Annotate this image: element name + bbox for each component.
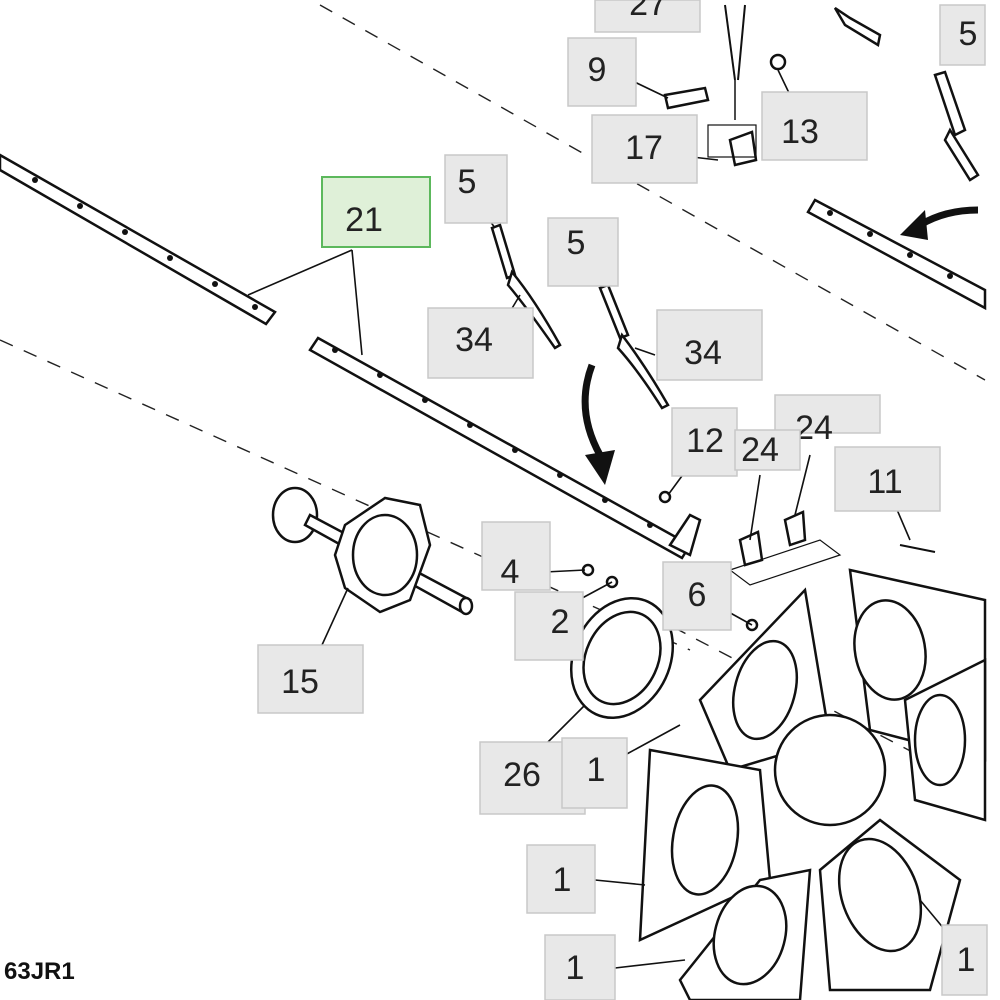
svg-text:2: 2 xyxy=(551,603,570,641)
svg-text:15: 15 xyxy=(281,663,319,701)
svg-text:1: 1 xyxy=(553,861,572,899)
svg-text:1: 1 xyxy=(957,941,976,979)
callout-15[interactable]: 15 xyxy=(257,644,364,714)
svg-text:9: 9 xyxy=(588,51,607,89)
callout-21[interactable]: 21 xyxy=(321,176,431,248)
svg-text:34: 34 xyxy=(684,334,722,372)
rail-part-center xyxy=(308,336,702,560)
svg-text:34: 34 xyxy=(455,321,493,359)
rail-part-left xyxy=(0,153,277,326)
callout-34-a[interactable]: 34 xyxy=(427,307,534,379)
rotation-arrows xyxy=(581,206,979,485)
callout-1-a[interactable]: 1 xyxy=(561,737,628,809)
callout-13[interactable]: 13 xyxy=(761,91,868,161)
figure-id-label: 63JR1 xyxy=(4,958,75,985)
svg-text:26: 26 xyxy=(503,756,541,794)
svg-text:24: 24 xyxy=(741,431,779,469)
svg-text:5: 5 xyxy=(959,15,978,53)
callout-34-b[interactable]: 34 xyxy=(656,309,763,381)
callout-6[interactable]: 6 xyxy=(662,561,732,631)
bracket-hardware xyxy=(581,490,936,632)
ring-part xyxy=(569,597,675,719)
callout-5-top[interactable]: 5 xyxy=(939,4,986,66)
callout-9[interactable]: 9 xyxy=(567,37,637,107)
svg-text:27: 27 xyxy=(629,0,667,23)
callout-2[interactable]: 2 xyxy=(514,591,584,661)
svg-text:12: 12 xyxy=(686,422,724,460)
svg-text:4: 4 xyxy=(501,553,520,591)
callout-5-a[interactable]: 5 xyxy=(444,154,508,224)
callout-24-b[interactable]: 24 xyxy=(774,394,881,447)
svg-text:1: 1 xyxy=(587,751,606,789)
svg-text:1: 1 xyxy=(566,949,585,987)
callout-1-c[interactable]: 1 xyxy=(544,934,616,1000)
bolt-spring-right xyxy=(598,283,670,410)
callout-27[interactable]: 27 xyxy=(594,0,701,33)
svg-text:5: 5 xyxy=(567,224,586,262)
rail-part-right xyxy=(806,198,987,311)
svg-text:21: 21 xyxy=(345,201,383,239)
callout-17[interactable]: 17 xyxy=(591,114,698,184)
svg-text:13: 13 xyxy=(781,113,819,151)
callout-1-d[interactable]: 1 xyxy=(941,924,988,996)
top-hardware xyxy=(663,4,980,182)
shaft-part xyxy=(271,486,474,616)
svg-text:17: 17 xyxy=(625,129,663,167)
callout-1-b[interactable]: 1 xyxy=(526,844,596,914)
callout-5-b[interactable]: 5 xyxy=(547,217,619,287)
svg-text:11: 11 xyxy=(867,463,902,501)
callout-4[interactable]: 4 xyxy=(481,521,551,591)
reel-spider-assembly xyxy=(638,568,987,1000)
callout-12[interactable]: 12 xyxy=(671,407,738,477)
svg-text:5: 5 xyxy=(458,163,477,201)
svg-text:6: 6 xyxy=(688,576,707,614)
svg-text:24: 24 xyxy=(795,409,833,447)
bolt-spring-left xyxy=(490,223,562,350)
callout-11[interactable]: 11 xyxy=(834,446,941,512)
callout-24-a[interactable]: 24 xyxy=(734,429,801,471)
